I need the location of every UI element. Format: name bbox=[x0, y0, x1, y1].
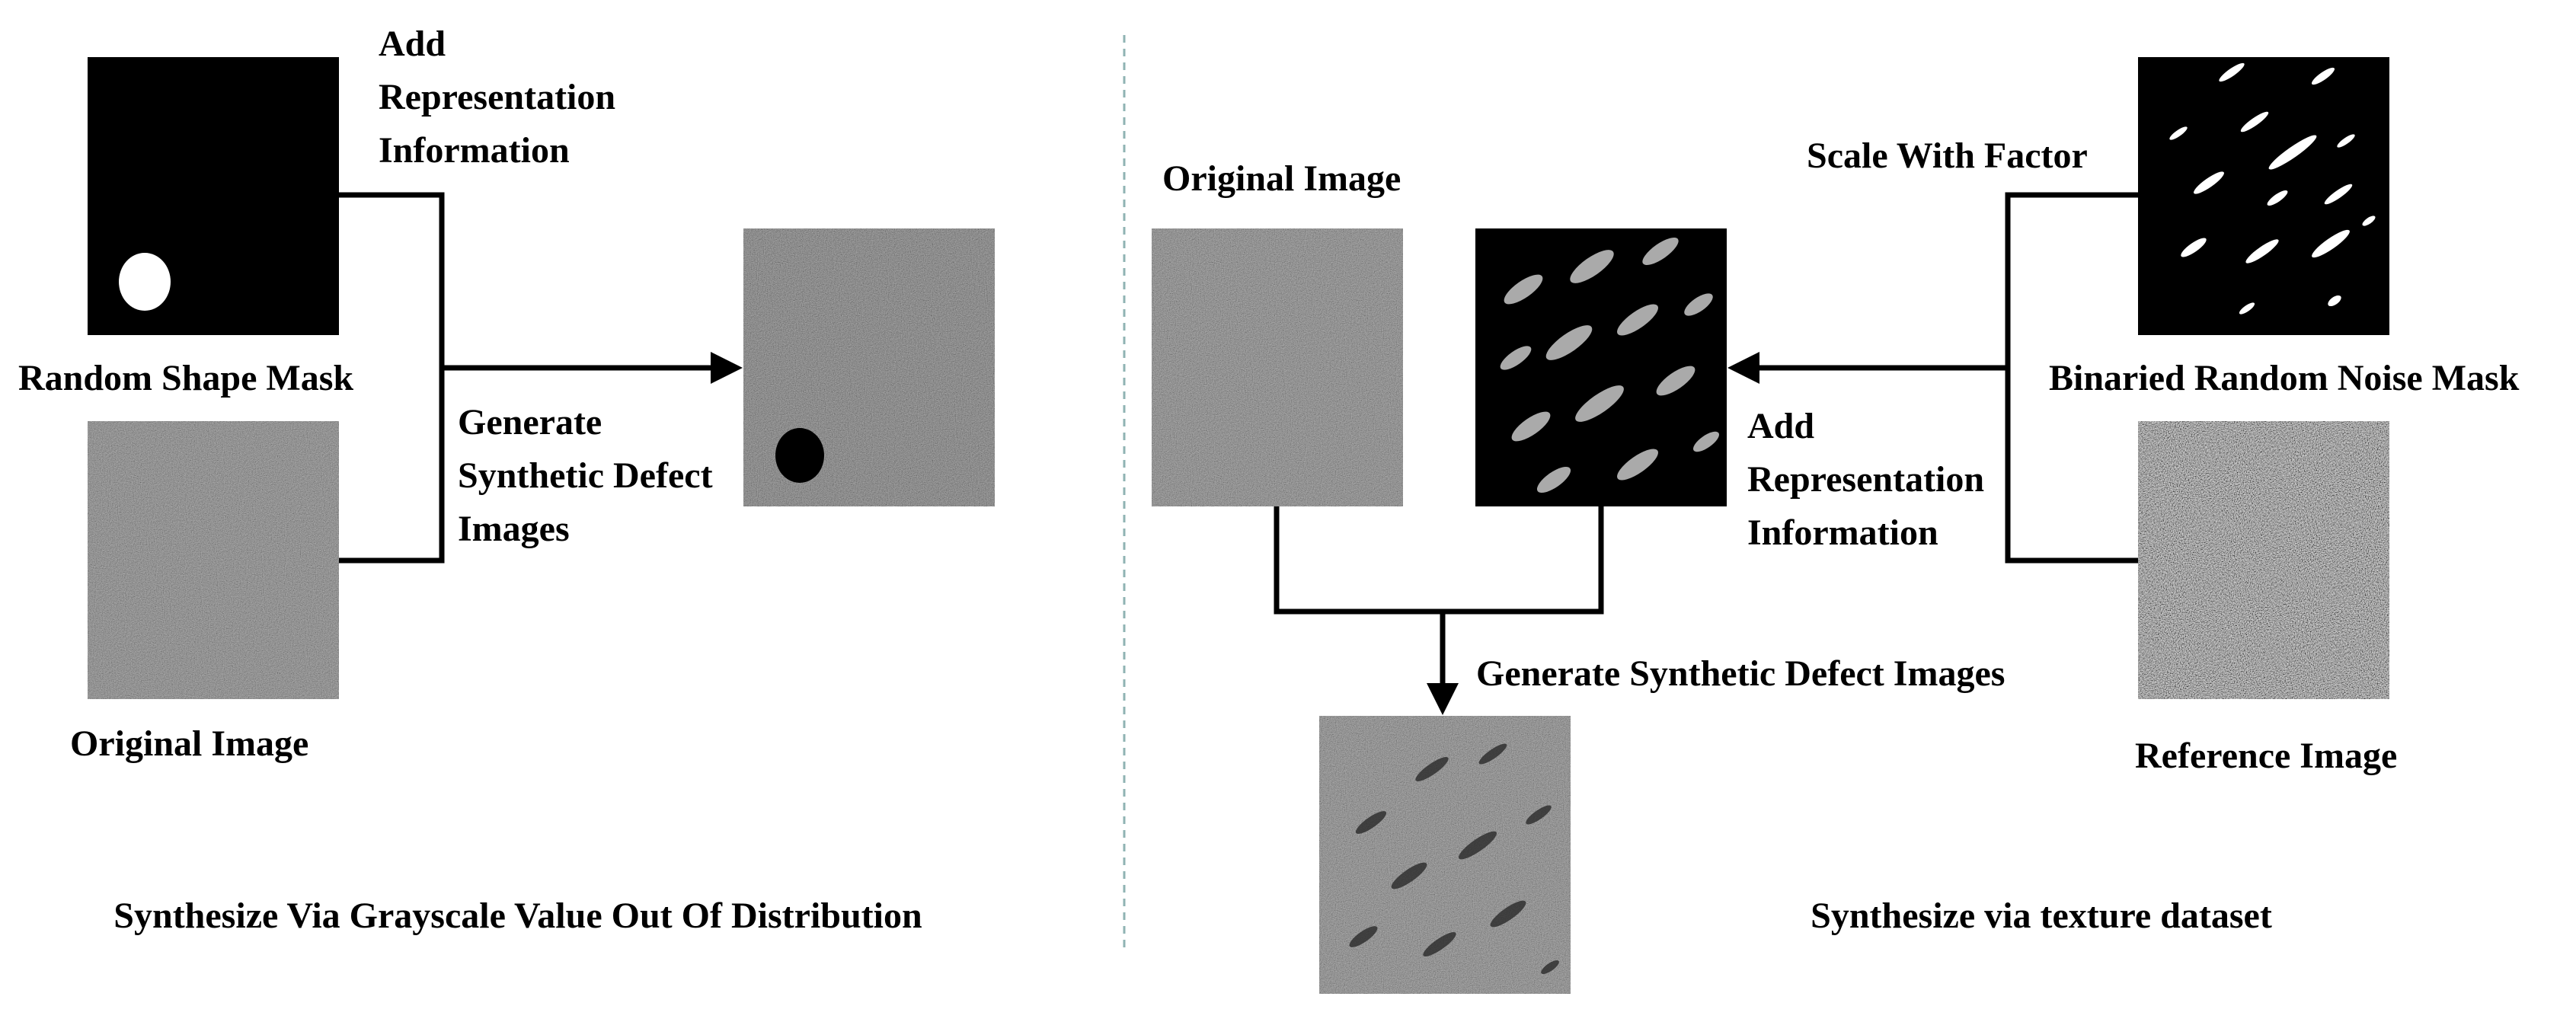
left-panel-caption: Synthesize Via Grayscale Value Out Of Di… bbox=[113, 896, 922, 936]
right-add-info-label-line1: Add bbox=[1747, 406, 1815, 446]
left-generate-label-line3: Images bbox=[458, 509, 570, 549]
right-merge-connector bbox=[1274, 506, 1604, 615]
right-mask-connector bbox=[2005, 192, 2138, 564]
reference-image bbox=[2138, 421, 2389, 699]
scale-with-factor-label: Scale With Factor bbox=[1807, 136, 2088, 176]
left-synthetic-defect-image bbox=[743, 228, 995, 506]
binaried-random-noise-mask bbox=[2138, 57, 2389, 335]
right-original-image-label: Original Image bbox=[1162, 158, 1401, 199]
left-add-info-label-line3: Information bbox=[379, 130, 570, 171]
right-synthetic-defect-image bbox=[1319, 716, 1571, 994]
random-shape-mask-label: Random Shape Mask bbox=[18, 358, 354, 398]
binaried-random-noise-mask-label: Binaried Random Noise Mask bbox=[2049, 358, 2520, 398]
left-mask-connector bbox=[339, 192, 445, 564]
left-original-image-label: Original Image bbox=[70, 723, 309, 764]
left-random-shape-mask bbox=[88, 57, 339, 335]
right-generate-label: Generate Synthetic Defect Images bbox=[1476, 653, 2006, 694]
left-original-image bbox=[88, 421, 339, 699]
left-generate-label-line2: Synthetic Defect bbox=[458, 455, 713, 496]
left-add-info-label-line2: Representation bbox=[379, 77, 616, 117]
right-add-info-label-line3: Information bbox=[1747, 513, 1938, 553]
right-panel-caption: Synthesize via texture dataset bbox=[1811, 896, 2272, 936]
reference-image-label: Reference Image bbox=[2135, 736, 2398, 776]
right-original-image bbox=[1152, 228, 1403, 506]
right-add-info-label-line2: Representation bbox=[1747, 459, 1985, 500]
left-generate-label-line1: Generate bbox=[458, 402, 602, 442]
left-add-info-label-line1: Add bbox=[379, 24, 446, 64]
right-representation-image bbox=[1475, 228, 1727, 506]
